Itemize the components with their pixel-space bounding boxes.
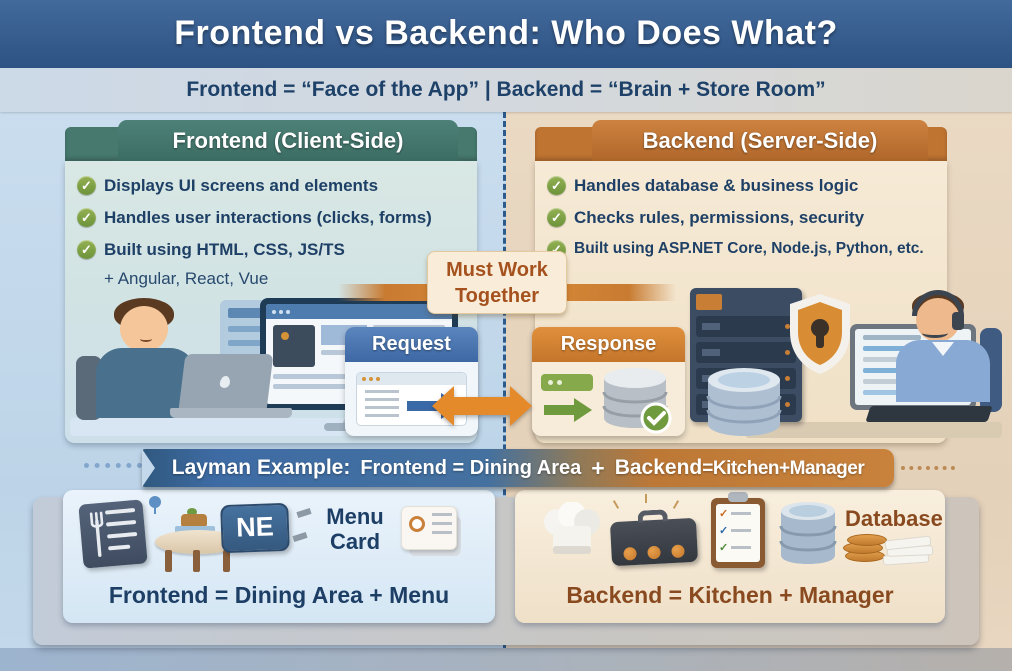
- engineer-body: [896, 340, 990, 402]
- menu-board-icon: [78, 499, 148, 569]
- ribbon-frontend-part: Frontend = Dining Area: [360, 456, 582, 479]
- check-icon: ✓: [77, 208, 96, 227]
- ribbon-backend-part: Backend =Kitchen+Manager: [615, 456, 865, 480]
- spark-icon: [612, 500, 620, 509]
- keyboard: [865, 406, 993, 422]
- backend-panel-title: Backend (Server-Side): [642, 128, 878, 153]
- stove-icon: [609, 509, 699, 567]
- must-work-together-box: Must Work Together: [427, 251, 567, 314]
- backend-tab: Backend (Server-Side): [592, 120, 928, 161]
- check-icon: ✓: [547, 176, 566, 195]
- database-cylinder-icon: [702, 366, 786, 443]
- spark-icon: [645, 494, 647, 503]
- backend-bullet: ✓ Handles database & business logic: [547, 176, 941, 196]
- response-status-pill: [541, 374, 593, 391]
- subtitle-text: Frontend = “Face of the App” | Backend =…: [186, 78, 826, 101]
- image-placeholder: [273, 325, 315, 367]
- header-band: Frontend vs Backend: Who Does What?: [0, 0, 1012, 68]
- database-icon: [777, 500, 839, 571]
- dotted-leader-left: [84, 463, 142, 468]
- ribbon-backend-rest: =Kitchen+Manager: [702, 458, 865, 479]
- backend-example-caption: Backend = Kitchen + Manager: [566, 582, 894, 608]
- ne-sign-icon: NE: [220, 502, 290, 554]
- frontend-bullet-list: ✓ Displays UI screens and elements ✓ Han…: [65, 161, 477, 260]
- food-garnish-icon: [187, 508, 197, 516]
- response-arrow-icon: [544, 398, 592, 422]
- bidirectional-arrow-icon: [432, 386, 532, 426]
- bullet-text: Handles user interactions (clicks, forms…: [104, 208, 432, 227]
- developer-head: [120, 306, 168, 352]
- frontend-tab: Frontend (Client-Side): [118, 120, 458, 161]
- frontend-bullet: ✓ Handles user interactions (clicks, for…: [77, 208, 471, 228]
- ribbon-plus: +: [591, 454, 605, 481]
- request-label: Request: [345, 327, 478, 362]
- bullet-text: Built using ASP.NET Core, Node.js, Pytho…: [574, 240, 924, 257]
- must-work-line2: Together: [454, 285, 540, 307]
- logo-ring-icon: [409, 516, 425, 532]
- subtitle-band: Frontend = “Face of the App” | Backend =…: [0, 68, 1012, 112]
- frontend-example-card: NE Menu Card Frontend = Dining Area + Me…: [63, 490, 495, 623]
- must-work-line1: Must Work: [446, 259, 548, 281]
- ribbon-backend-name: Backend: [614, 456, 703, 479]
- response-card: Response: [532, 327, 685, 436]
- backend-example-card: ✓ ✓ ✓ Database Backend = Kitchen + Manag…: [515, 490, 945, 623]
- page-title: Frontend vs Backend: Who Does What?: [174, 14, 838, 52]
- frontend-bullet: ✓ Displays UI screens and elements: [77, 176, 471, 196]
- security-shield-icon: [784, 292, 856, 383]
- ribbon-prefix: Layman Example:: [171, 456, 351, 479]
- bullet-text: Handles database & business logic: [574, 176, 859, 195]
- map-pin-icon: [149, 496, 161, 514]
- motion-dash-icon: [292, 531, 308, 543]
- backend-bullet: ✓ Checks rules, permissions, security: [547, 208, 941, 228]
- desk: [745, 422, 1002, 438]
- response-label: Response: [532, 327, 685, 362]
- clipboard-icon: ✓ ✓ ✓: [711, 492, 765, 568]
- backend-developer-illustration: [690, 282, 1002, 440]
- center-dashed-divider: [503, 112, 506, 648]
- menu-card-icon: [401, 506, 457, 550]
- spark-icon: [672, 500, 680, 509]
- laptop-base: [170, 408, 292, 418]
- check-icon: ✓: [77, 240, 96, 259]
- chef-hat-icon: [539, 501, 605, 569]
- menu-card-label: Menu Card: [326, 504, 384, 554]
- developer-smile: [140, 336, 152, 342]
- bullet-text: Checks rules, permissions, security: [574, 208, 865, 227]
- dotted-leader-right: [901, 466, 955, 470]
- laptop-screen: [178, 354, 274, 410]
- request-card: Request: [345, 327, 478, 436]
- bullet-text: Built using HTML, CSS, JS/TS: [104, 240, 345, 259]
- bullet-text: Displays UI screens and elements: [104, 176, 379, 195]
- frontend-bullet: ✓ Built using HTML, CSS, JS/TS: [77, 240, 471, 260]
- database-label: Database: [845, 506, 943, 531]
- frontend-example-caption: Frontend = Dining Area + Menu: [108, 582, 450, 608]
- backend-bullet-list: ✓ Handles database & business logic ✓ Ch…: [535, 161, 947, 259]
- headset-earcup-icon: [952, 312, 964, 330]
- check-icon: ✓: [77, 176, 96, 195]
- backend-bullet: ✓ Built using ASP.NET Core, Node.js, Pyt…: [547, 240, 941, 259]
- check-icon: ✓: [547, 208, 566, 227]
- response-database-icon: [602, 368, 672, 434]
- motion-dash-icon: [296, 507, 312, 519]
- food-plate-icon: [181, 514, 207, 528]
- frontend-frameworks-subline: + Angular, React, Vue: [104, 269, 269, 288]
- headset-mic-icon: [922, 328, 948, 338]
- layman-example-ribbon: Layman Example: Frontend = Dining Area +…: [142, 449, 894, 487]
- frontend-panel-title: Frontend (Client-Side): [172, 128, 404, 153]
